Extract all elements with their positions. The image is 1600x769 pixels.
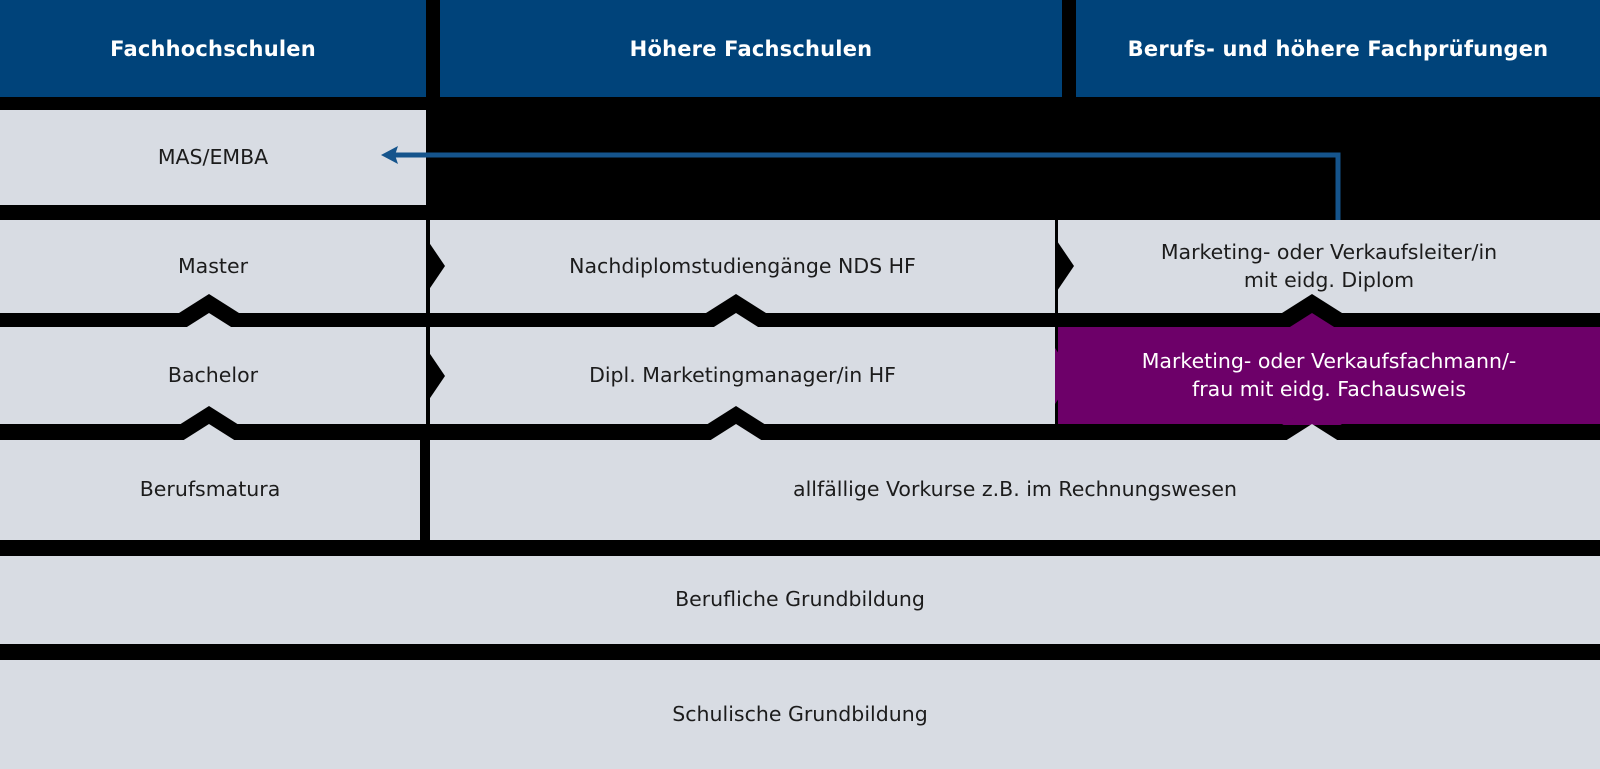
chevron-up-icon-vorkurse-to-dipl-black (706, 406, 766, 425)
chevron-left-icon-dipl-to-fachausweis (1036, 348, 1055, 404)
box-label: Dipl. Marketingmanager/in HF (589, 362, 896, 387)
box-label-line2: frau mit eidg. Fachausweis (1191, 376, 1467, 401)
box-label-line1: Marketing- oder Verkaufsfachmann/- (1141, 349, 1517, 374)
chevron-left-spacer (1055, 238, 1074, 294)
column-header-label: Fachhochschulen (110, 36, 316, 61)
chevron-up-icon-fachausweis-to-verkaufsleiter-black (1282, 294, 1342, 313)
column-header-label: Höhere Fachschulen (629, 36, 873, 61)
box-label: allfällige Vorkurse z.B. im Rechnungswes… (793, 477, 1237, 502)
box-label: Marketing- oder Verkaufsleiter/in mit ei… (1161, 239, 1497, 293)
column-header-hoehere-fachschulen: Höhere Fachschulen (440, 0, 1062, 97)
chevron-left-spacer (426, 348, 445, 404)
box-berufsmatura[interactable]: Berufsmatura (0, 440, 420, 540)
box-label: Bachelor (167, 362, 259, 387)
box-allfaellige-vorkurse[interactable]: allfällige Vorkurse z.B. im Rechnungswes… (430, 440, 1600, 540)
box-label: Nachdiplomstudiengänge NDS HF (569, 253, 916, 278)
box-label: Schulische Grundbildung (672, 701, 928, 726)
chevron-left-icon-purple (1055, 348, 1074, 404)
box-label-line2: mit eidg. Diplom (1243, 267, 1415, 292)
box-label: Berufliche Grundbildung (675, 587, 925, 612)
box-schulische-grundbildung[interactable]: Schulische Grundbildung (0, 660, 1600, 769)
box-label: MAS/EMBA (157, 144, 269, 169)
box-mas-emba[interactable]: MAS/EMBA (0, 110, 426, 205)
chevron-left-icon-bachelor-to-dipl (407, 348, 426, 404)
column-header-fachhochschulen: Fachhochschulen (0, 0, 426, 97)
chevron-left-icon-master-to-nds (407, 238, 426, 294)
chevron-up-icon-bachelor-to-master-black (179, 294, 239, 313)
chevron-up-icon-vorkurse-to-dipl (706, 424, 766, 443)
box-label: Marketing- oder Verkaufsfachmann/- frau … (1142, 348, 1517, 402)
box-label: Master (177, 253, 248, 278)
chevron-up-icon-dipl-to-nds (706, 313, 766, 332)
chevron-up-icon-vorkurse-to-fachausweis (1282, 424, 1342, 443)
chevron-up-icon-fachausweis-to-verkaufsleiter (1282, 313, 1342, 332)
chevron-up-icon-vorkurse-to-fachausweis-purple (1282, 406, 1342, 425)
chevron-up-icon-berufsmatura-to-bachelor-black (179, 406, 239, 425)
chevron-up-icon-bachelor-to-master (179, 313, 239, 332)
chevron-up-icon-berufsmatura-to-bachelor (179, 424, 239, 443)
chevron-left-icon-nds-to-verkaufsleiter (1036, 238, 1055, 294)
chevron-left-spacer (426, 238, 445, 294)
box-berufliche-grundbildung[interactable]: Berufliche Grundbildung (0, 556, 1600, 644)
column-header-berufs-und-hoehere-fachpruefungen: Berufs- und höhere Fachprüfungen (1076, 0, 1600, 97)
box-label-line1: Marketing- oder Verkaufsleiter/in (1160, 240, 1498, 265)
arrow-path (392, 152, 1341, 220)
chevron-up-icon-dipl-to-nds-black (706, 294, 766, 313)
box-label: Berufsmatura (139, 477, 281, 502)
column-header-label: Berufs- und höhere Fachprüfungen (1127, 36, 1549, 61)
